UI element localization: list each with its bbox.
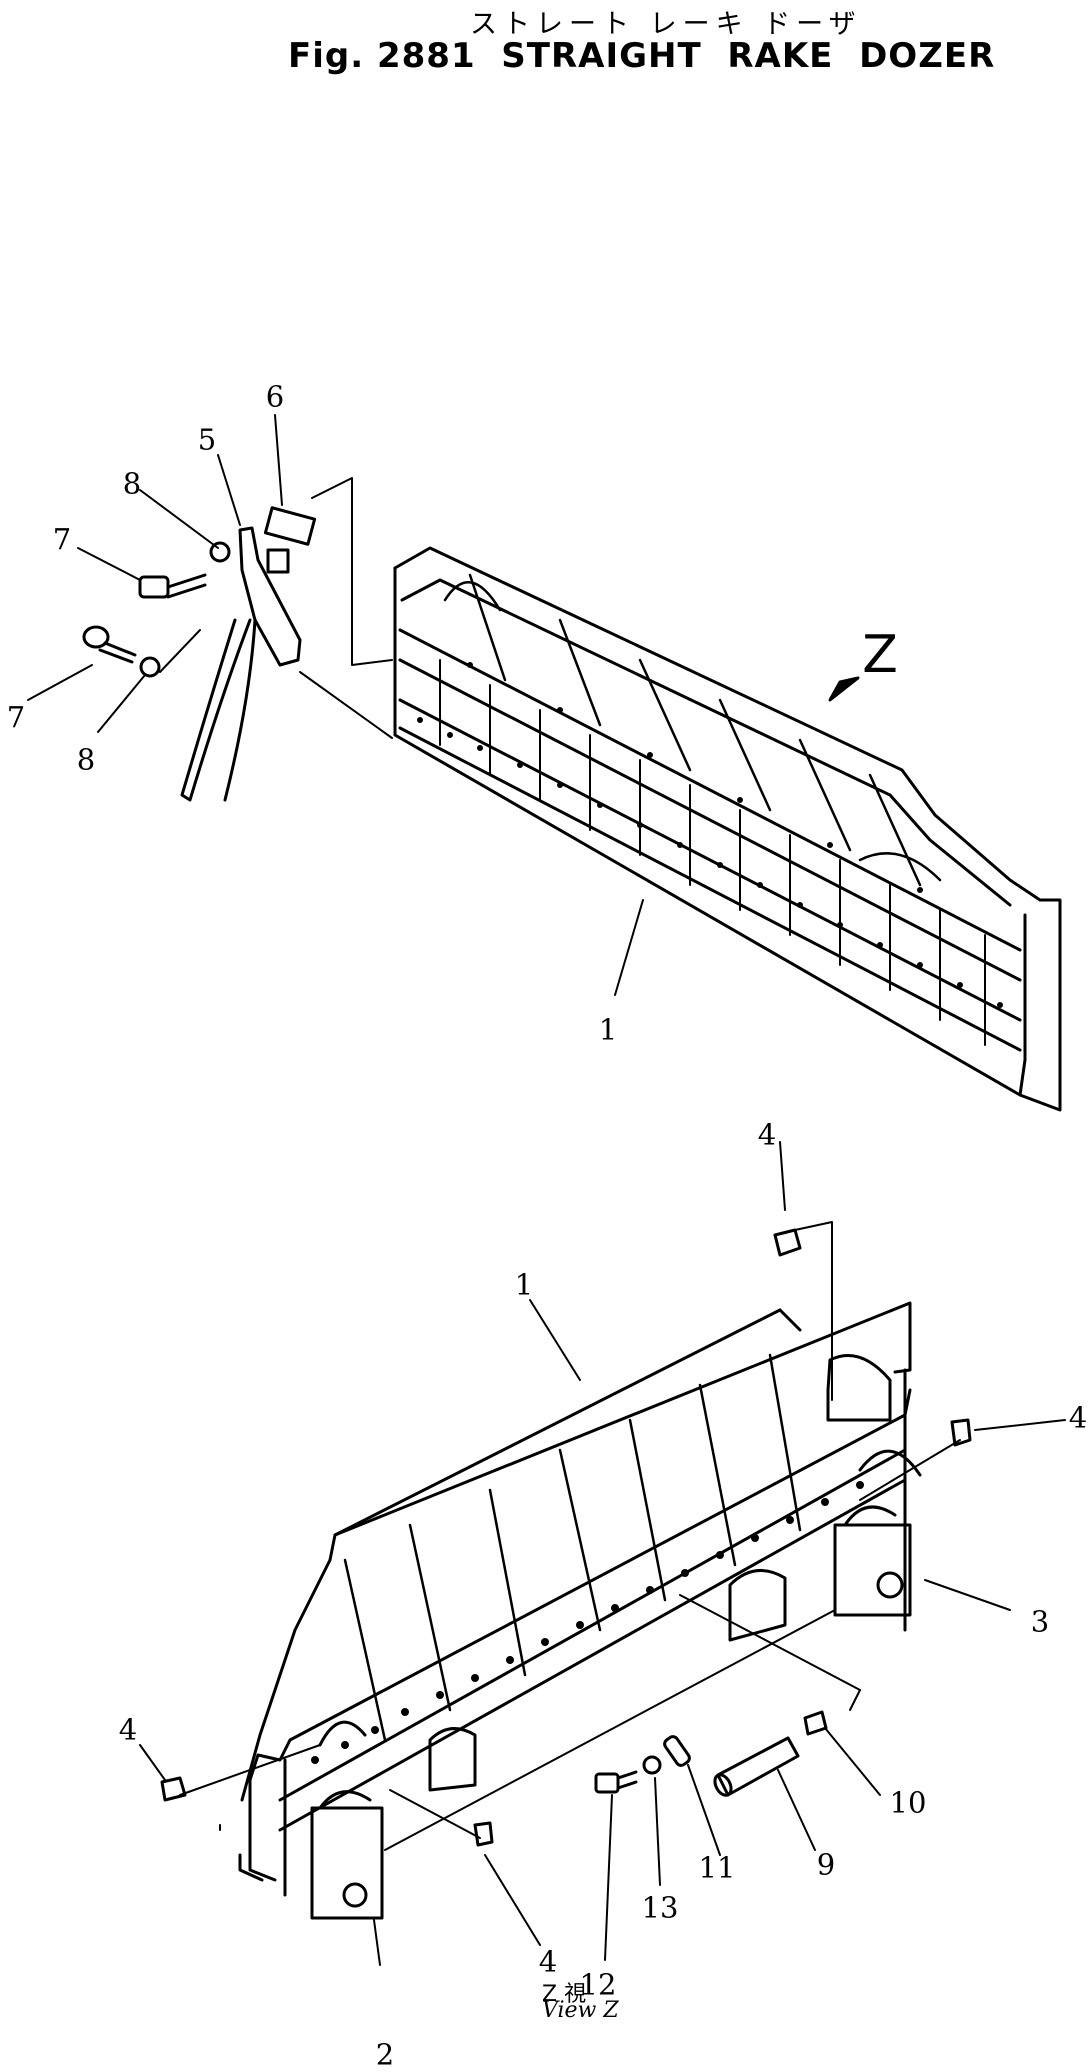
callout-2: 2 [375,2037,395,2072]
callout-8-lower: 8 [76,742,96,777]
callout-7-lower: 7 [6,700,26,735]
rake-blade-front [393,546,1062,1112]
callout-13: 13 [641,1890,679,1925]
grease-fitting-pin [803,1710,828,1736]
view-z-marker: Z [862,625,898,685]
callout-11: 11 [698,1850,736,1885]
callout-6: 6 [265,379,285,414]
grease-fitting-top [773,1228,802,1257]
grease-fitting-bottom [473,1821,494,1847]
title-katakana: ストレート レーキ ドーザ [470,9,862,40]
washer-upper [209,541,231,563]
callout-9: 9 [816,1847,836,1882]
washer-rear [642,1755,662,1775]
callout-1-upper: 1 [598,1012,618,1047]
callout-1-lower: 1 [514,1267,534,1302]
callout-4-left: 4 [118,1712,138,1747]
callout-12: 12 [579,1967,617,2002]
washer-lower [139,656,161,678]
callout-3: 3 [1030,1604,1050,1639]
rake-blade-rear [238,1301,922,1897]
trunnion-bracket-right [833,1505,912,1617]
pin [713,1736,800,1797]
grease-fitting-right [950,1418,972,1447]
figure-title: Fig. 2881 STRAIGHT RAKE DOZER [288,36,996,76]
callout-5: 5 [197,422,217,457]
plate [263,506,317,546]
callout-8-upper: 8 [122,466,142,501]
grease-fitting-left [160,1776,187,1802]
bolt-lower [82,625,137,664]
callout-4-top: 4 [757,1117,777,1152]
view-label-en: View Z [542,1998,619,2023]
bolt-upper [138,573,207,599]
callout-10: 10 [889,1785,927,1820]
callout-7-upper: 7 [52,522,72,557]
rake-tooth-bracket [180,526,302,802]
trunnion-bracket-left [310,1790,384,1920]
callout-4-right: 4 [1068,1400,1088,1435]
callout-4-bottom: 4 [538,1944,558,1979]
view-label-jp: Z 視 [542,1982,587,2007]
lock-plate [663,1735,691,1767]
bolt-rear [594,1770,638,1794]
view-z-arrow [828,676,860,702]
